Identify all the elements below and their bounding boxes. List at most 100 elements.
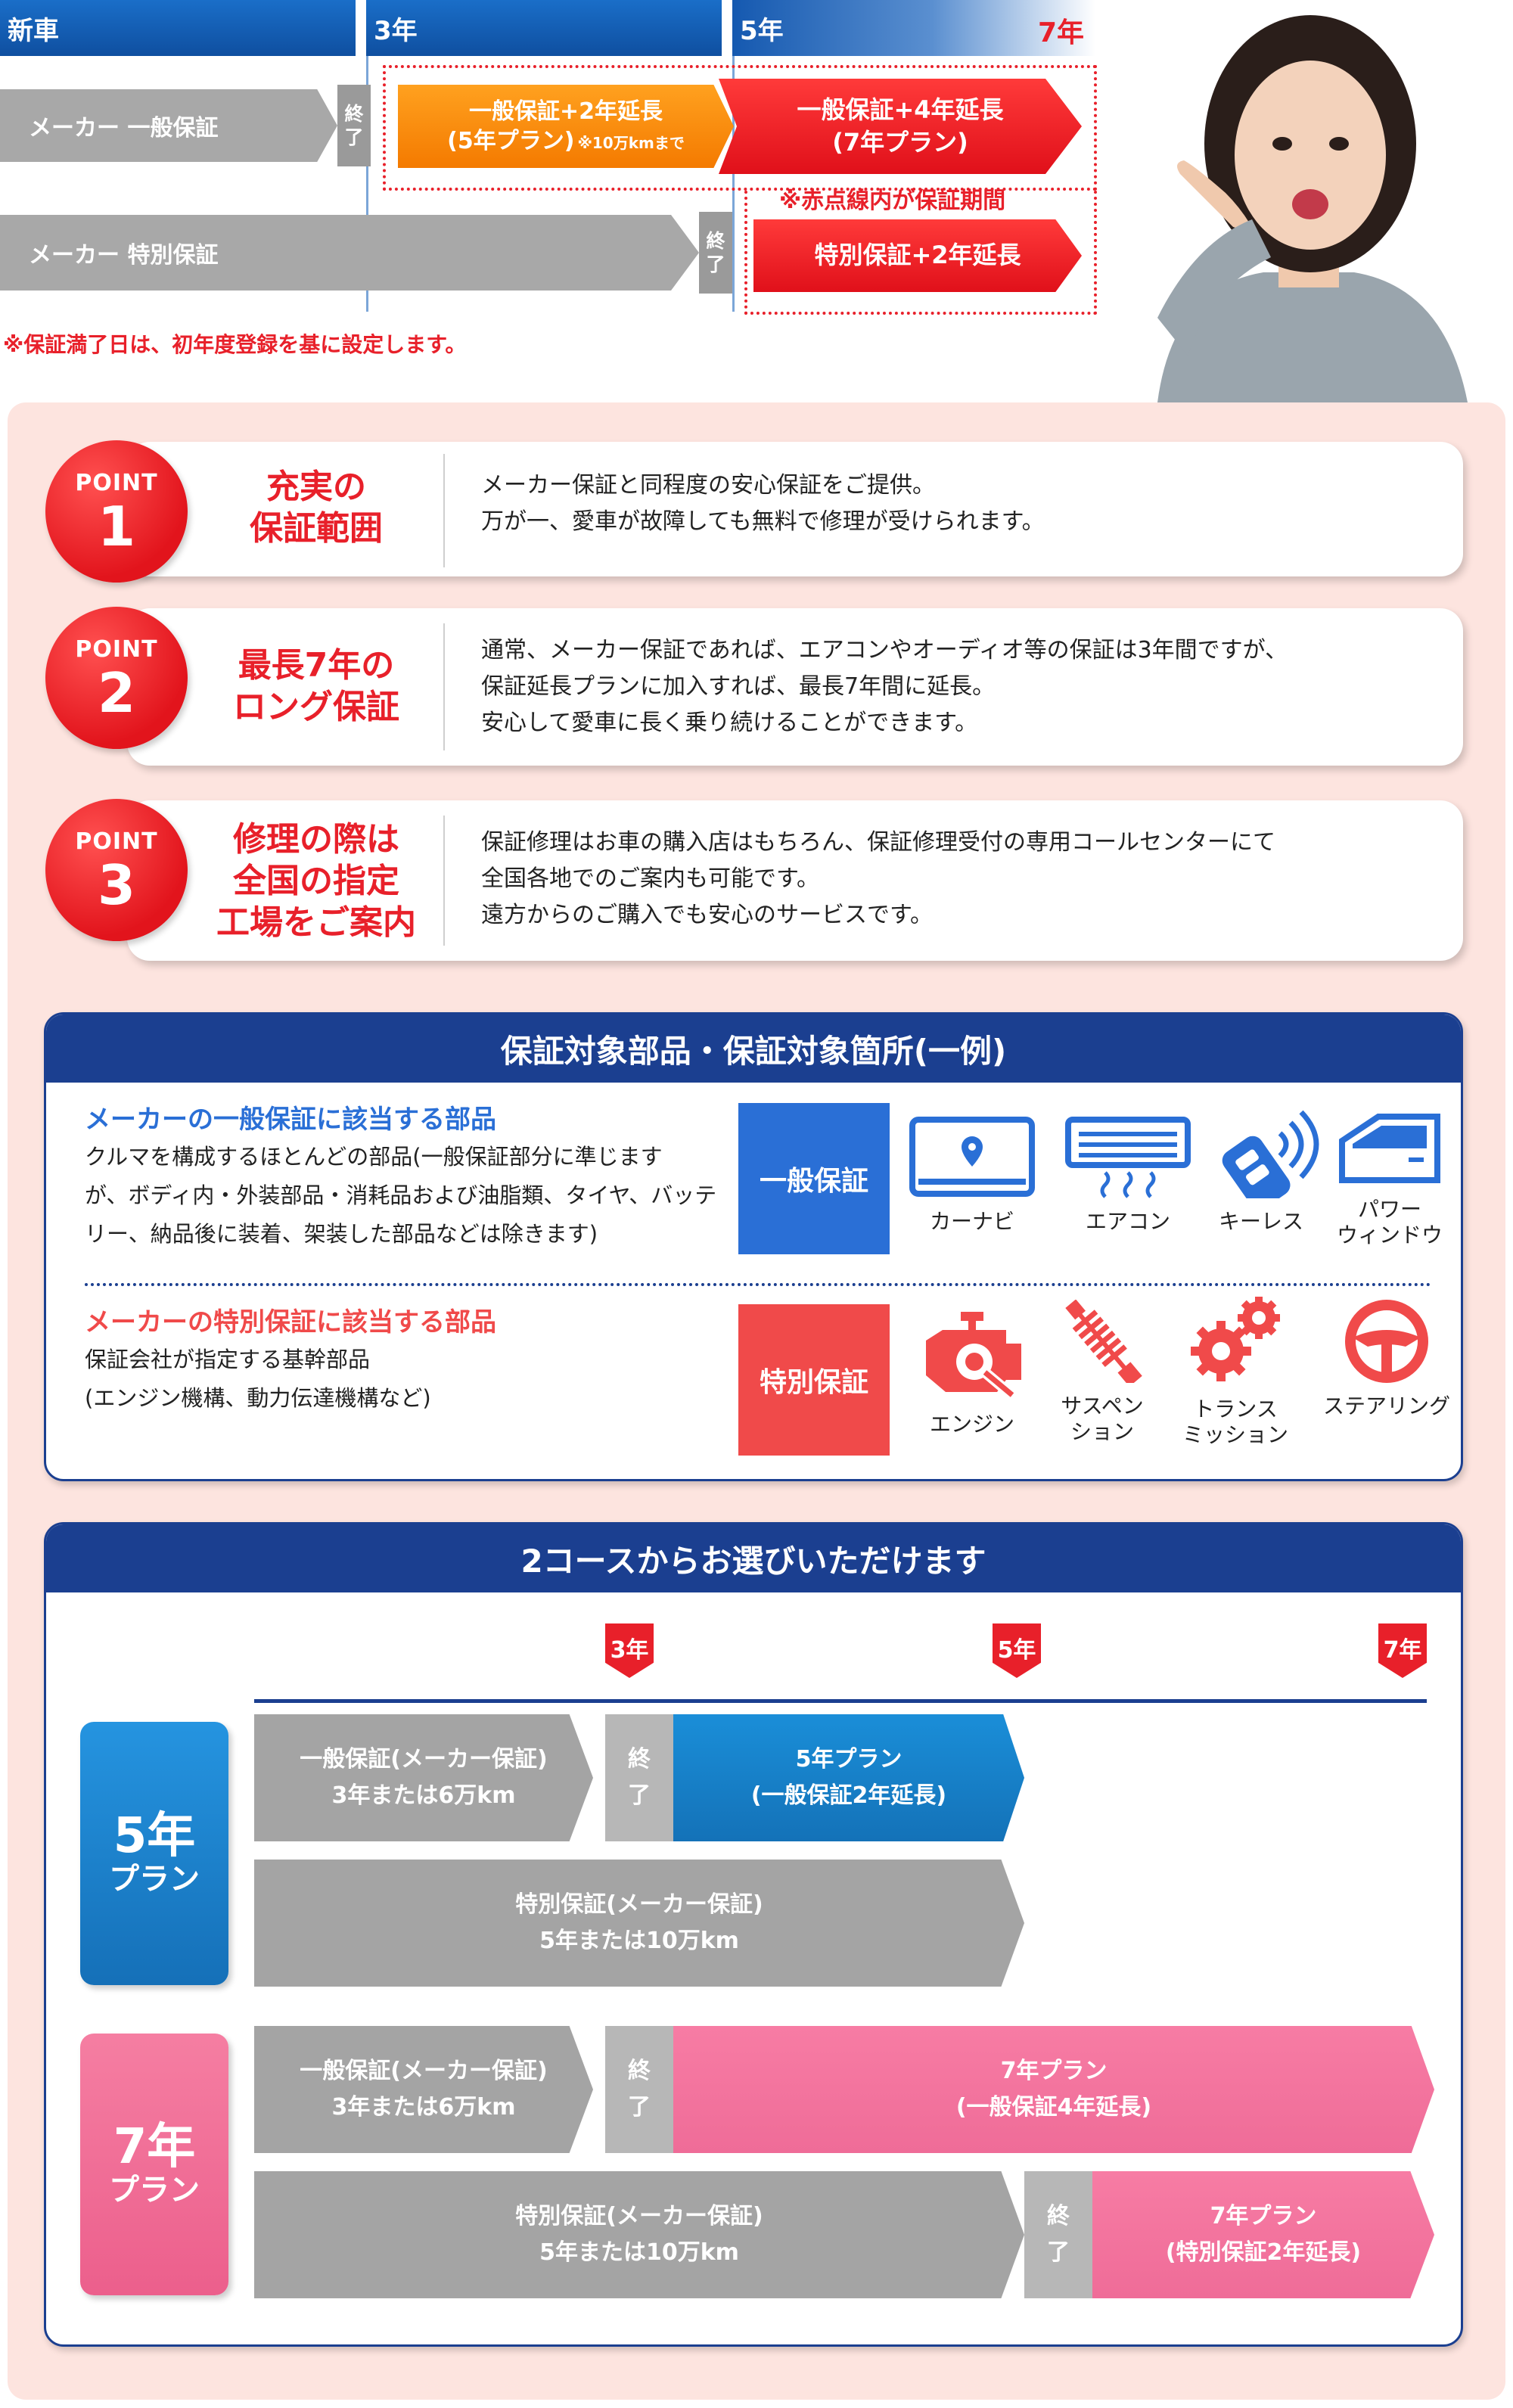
- plan7-special-bar: 特別保証(メーカー保証) 5年または10万km: [254, 2171, 1024, 2298]
- point-text-line: 通常、メーカー保証であれば、エアコンやオーディオ等の保証は3年間ですが、: [481, 637, 1288, 663]
- special-warranty-bar: メーカー 特別保証: [0, 215, 699, 291]
- year-label-5: 5年: [740, 15, 784, 46]
- bar-line: 5年または10万km: [539, 2239, 739, 2266]
- general-warranty-bar: メーカー 一般保証: [0, 89, 337, 162]
- plan7-ext-line2: (7年プラン): [832, 128, 968, 157]
- end-char-1: 終: [628, 1746, 651, 1773]
- plan7-ext-line1: 一般保証+4年延長: [797, 95, 1004, 124]
- point-badge-3: POINT 3: [45, 799, 188, 941]
- engine-icon: [926, 1312, 1021, 1401]
- point-card-1: [127, 442, 1463, 576]
- point-badge-label: POINT: [75, 828, 158, 855]
- point-text-line: 安心して愛車に長く乗り続けることができます。: [481, 710, 978, 736]
- point-badge-label: POINT: [75, 635, 158, 663]
- point-separator-1: [443, 454, 445, 567]
- parts-item-power-window: パワーウィンドウ: [1318, 1111, 1462, 1247]
- point-title-line: 保証範囲: [250, 509, 383, 548]
- label-line: エアコン: [1085, 1209, 1170, 1234]
- bar-line: (特別保証2年延長): [1165, 2239, 1362, 2266]
- parts-item-engine: エンジン: [900, 1307, 1044, 1437]
- label-line: ステアリング: [1322, 1394, 1450, 1418]
- car-navi-icon: [909, 1117, 1035, 1197]
- year-label-new: 新車: [8, 15, 59, 46]
- point-card-2: [127, 608, 1463, 766]
- bar-line: 5年または10万km: [539, 1928, 739, 1954]
- parts-item-air-conditioner: エアコン: [1056, 1115, 1200, 1235]
- plan7-extension-bar: 7年プラン (一般保証4年延長): [673, 2026, 1434, 2153]
- parts-item-steering: ステアリング: [1315, 1300, 1459, 1419]
- special-end-marker: 終了: [699, 212, 732, 294]
- plan7-general-end: 終了: [605, 2026, 673, 2153]
- plan5-extension-bar: 一般保証+2年延長 (5年プラン)※10万kmまで: [398, 85, 734, 168]
- label-line: トランス: [1193, 1397, 1278, 1421]
- point-title-3: 修理の際は 全国の指定 工場をご案内: [195, 819, 437, 943]
- point-text-line: 保証延長プランに加入すれば、最長7年間に延長。: [481, 673, 996, 700]
- plan7-general-bar: 一般保証(メーカー保証) 3年または6万km: [254, 2026, 593, 2153]
- parts-item-label: エンジン: [900, 1412, 1044, 1437]
- plan5-ext-line1: 一般保証+2年延長: [468, 98, 663, 125]
- plan5-general-end: 終了: [605, 1714, 673, 1841]
- point-separator-3: [443, 816, 445, 946]
- desc-line: (エンジン機構、動力伝達機構など): [85, 1384, 431, 1411]
- point-badge-1: POINT 1: [45, 440, 188, 583]
- parts-item-label: サスペンション: [1030, 1394, 1174, 1444]
- point-card-3: [127, 800, 1463, 961]
- parts-item-keyless: キーレス: [1189, 1103, 1333, 1235]
- bar-line: 特別保証(メーカー保証): [515, 2203, 763, 2229]
- point-badge-number: 3: [97, 853, 136, 917]
- end-char-2: 了: [344, 126, 364, 148]
- label-line: エンジン: [929, 1412, 1014, 1437]
- parts-item-car-navi: カーナビ: [900, 1115, 1044, 1235]
- plan5-general-bar: 一般保証(メーカー保証) 3年または6万km: [254, 1714, 593, 1841]
- timeline-header-5: 5年: [732, 0, 1095, 56]
- point-title-1: 充実の 保証範囲: [203, 466, 430, 549]
- point-title-2: 最長7年の ロング保証: [203, 645, 430, 728]
- plan7-extension-bar: 一般保証+4年延長 (7年プラン): [719, 79, 1082, 174]
- plan7-special-extension-bar: 7年プラン (特別保証2年延長): [1092, 2171, 1434, 2298]
- point-title-line: ロング保証: [233, 688, 399, 726]
- special-parts-desc: 保証会社が指定する基幹部品 (エンジン機構、動力伝達機構など): [85, 1341, 431, 1418]
- bar-line: 5年プラン: [795, 1746, 903, 1773]
- expiry-footnote: ※保証満了日は、初年度登録を基に設定します。: [3, 332, 467, 357]
- presenter-photo: [1112, 0, 1505, 402]
- steering-wheel-icon: [1345, 1300, 1428, 1383]
- label-line: カーナビ: [929, 1209, 1014, 1234]
- plan-word: プラン: [109, 2172, 200, 2208]
- plan-years: 5年: [113, 1808, 196, 1865]
- timeline-header-3: 3年: [366, 0, 722, 56]
- bar-line: 一般保証(メーカー保証): [300, 2058, 548, 2084]
- end-char-2: 了: [706, 253, 725, 275]
- label-line: パワー: [1357, 1197, 1421, 1222]
- end-char-2: 了: [1047, 2239, 1070, 2266]
- desc-line: リー、納品後に装着、架装した部品などは除きます): [85, 1220, 598, 1247]
- coverage-dotted-frame-upper: [383, 65, 1097, 191]
- bar-line: 3年または6万km: [331, 2094, 516, 2121]
- parts-divider: [85, 1283, 1431, 1286]
- bar-line: 7年プラン: [1000, 2058, 1108, 2084]
- end-char-2: 了: [628, 2094, 651, 2121]
- plan5-label: 5年 プラン: [80, 1722, 228, 1985]
- label-line: キーレス: [1218, 1209, 1303, 1234]
- point-text-3: 保証修理はお車の購入店はもちろん、保証修理受付の専用コールセンターにて 全国各地…: [481, 825, 1275, 934]
- end-char-1: 終: [344, 102, 364, 125]
- year-label-7: 7年: [1038, 17, 1085, 48]
- special-parts-title: メーカーの特別保証に該当する部品: [85, 1307, 496, 1338]
- timeline-divider-5: [732, 56, 735, 312]
- point-text-1: メーカー保証と同程度の安心保証をご提供。 万が一、愛車が故障しても無料で修理が受…: [481, 468, 1045, 540]
- special-extension-bar: 特別保証+2年延長: [753, 219, 1082, 292]
- general-parts-desc: クルマを構成するほとんどの部品(一般保証部分に準じます が、ボディ内・外装部品・…: [85, 1138, 716, 1253]
- label-line: ウィンドウ: [1336, 1222, 1443, 1247]
- plan-years: 7年: [113, 2119, 196, 2176]
- general-category-box: 一般保証: [738, 1103, 890, 1254]
- point-title-line: 充実の: [266, 468, 366, 506]
- timeline-divider-3: [366, 56, 368, 312]
- general-warranty-label: メーカー 一般保証: [29, 115, 219, 141]
- plan7-label: 7年 プラン: [80, 2034, 228, 2295]
- end-char-1: 終: [628, 2058, 651, 2084]
- parts-item-suspension: サスペンション: [1030, 1299, 1174, 1444]
- point-title-line: 最長7年の: [238, 646, 395, 685]
- plan5-special-bar: 特別保証(メーカー保証) 5年または10万km: [254, 1860, 1024, 1987]
- plan5-ext-line2-wrap: (5年プラン)※10万kmまで: [447, 126, 685, 156]
- plan5-extension-bar: 5年プラン (一般保証2年延長): [673, 1714, 1024, 1841]
- course-timeline: [254, 1699, 1427, 1703]
